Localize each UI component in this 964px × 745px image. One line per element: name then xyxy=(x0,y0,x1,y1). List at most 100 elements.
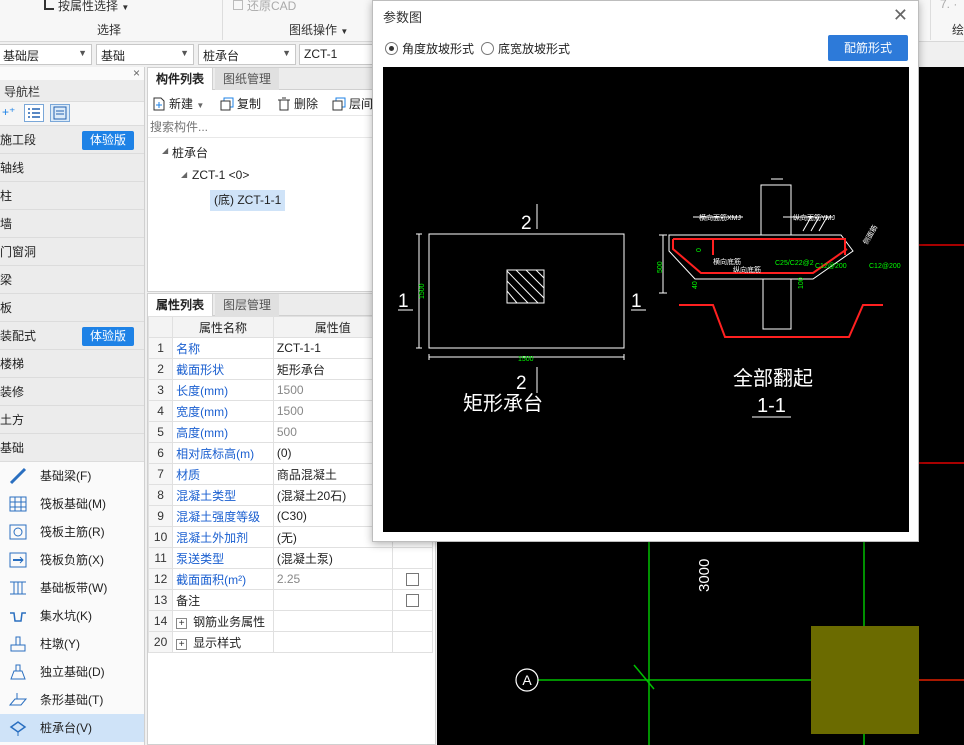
nav-category[interactable]: 装配式体验版 xyxy=(0,322,144,350)
label-concrete: C25/C22@2 xyxy=(775,260,814,267)
floor-copy-button[interactable]: 层间 xyxy=(332,95,373,112)
foundation-strip-icon xyxy=(10,581,26,595)
select-by-attr-button[interactable]: 按属性选择 ▼ xyxy=(44,0,129,14)
list-view-icon[interactable] xyxy=(24,104,44,122)
chevron-down-icon: ▼ xyxy=(196,101,205,110)
nav-category[interactable]: 门窗洞 xyxy=(0,238,144,266)
expand-plus-icon[interactable]: + xyxy=(176,638,188,650)
chevron-down-icon: ▼ xyxy=(340,27,349,36)
nav-category[interactable]: 楼梯 xyxy=(0,350,144,378)
dim-500: 500 xyxy=(657,261,664,273)
type-select[interactable]: 桩承台▼ xyxy=(198,44,296,65)
pile-cap-block[interactable] xyxy=(811,626,919,734)
nav-item-raft-main-rebar[interactable]: 筏板主筋(R) xyxy=(0,518,144,546)
chevron-down-icon: ▼ xyxy=(180,48,189,58)
axis-a-bubble xyxy=(515,668,539,692)
tree-collapse-icon[interactable]: ◢ xyxy=(162,146,169,155)
ribbon-divider xyxy=(222,0,223,40)
tree-child[interactable]: ZCT-1 <0> xyxy=(192,168,250,182)
plan-title: 矩形承台 xyxy=(463,392,543,415)
section-view xyxy=(659,178,883,338)
tab-property-list[interactable]: 属性列表 xyxy=(148,294,214,316)
nav-category[interactable]: 施工段体验版 xyxy=(0,126,144,154)
plan-view xyxy=(398,204,646,393)
tab-layer-management[interactable]: 图层管理 xyxy=(215,294,280,316)
nav-category[interactable]: 基础 xyxy=(0,434,144,462)
rebar-form-button[interactable]: 配筋形式 xyxy=(828,35,908,61)
trial-badge[interactable]: 体验版 xyxy=(81,131,134,150)
label-heng-mian: 横向面筋XMJ xyxy=(699,213,741,222)
section-title: 全部翻起 xyxy=(733,367,813,390)
expand-icon[interactable]: +⁺ xyxy=(2,105,16,119)
nav-category[interactable]: 土方 xyxy=(0,406,144,434)
nav-item-sump-pit[interactable]: 集水坑(K) xyxy=(0,602,144,630)
expand-plus-icon[interactable]: + xyxy=(176,617,188,629)
close-icon[interactable]: × xyxy=(132,67,140,80)
nav-category[interactable]: 柱 xyxy=(0,182,144,210)
new-button[interactable]: 新建 ▼ xyxy=(152,95,204,112)
nav-category[interactable]: 轴线 xyxy=(0,154,144,182)
search-input[interactable] xyxy=(150,118,370,136)
nav-category[interactable]: 板 xyxy=(0,294,144,322)
label-heng-di: 横向底筋 xyxy=(713,257,741,266)
nav-category[interactable]: 装修 xyxy=(0,378,144,406)
dim-1500-vertical: 1500 xyxy=(419,283,426,299)
nav-category[interactable]: 墙 xyxy=(0,210,144,238)
dim-0: 0 xyxy=(696,248,703,252)
floor-copy-icon xyxy=(332,97,346,111)
raft-neg-rebar-icon xyxy=(9,552,27,568)
ribbon-overflow-icon: 7. · xyxy=(940,0,958,11)
table-header-row: 属性名称 属性值 附加 xyxy=(147,316,434,338)
section-mark-bottom: 2 xyxy=(516,373,527,394)
component-select[interactable]: ZCT-1 xyxy=(299,44,373,65)
extra-checkbox[interactable] xyxy=(405,573,419,587)
nav-item-raft-neg-rebar[interactable]: 筏板负筋(X) xyxy=(0,546,144,574)
isolated-foundation-icon xyxy=(10,664,26,680)
nav-item-column-pier[interactable]: 柱墩(Y) xyxy=(0,630,144,658)
nav-item-pile-cap[interactable]: 桩承台(V) xyxy=(0,714,144,742)
nav-item-foundation-beam[interactable]: 基础梁(F) xyxy=(0,462,144,490)
tab-drawing-management[interactable]: 图纸管理 xyxy=(215,68,280,90)
parameter-dialog: 参数图 ✕ 角度放坡形式 底宽放坡形式 配筋形式 2 2 xyxy=(372,0,919,542)
dim-40: 40 xyxy=(692,281,699,289)
trial-badge[interactable]: 体验版 xyxy=(81,327,134,346)
component-toolbar: 新建 ▼ 复制 删除 层间 xyxy=(148,90,374,116)
delete-button[interactable]: 删除 xyxy=(277,95,318,112)
category-select[interactable]: 基础▼ xyxy=(96,44,194,65)
floor-select[interactable]: 基础层▼ xyxy=(0,44,92,65)
nav-item-strip-foundation[interactable]: 条形基础(T) xyxy=(0,686,144,714)
tree-root[interactable]: 桩承台 xyxy=(172,146,209,160)
tree-collapse-icon[interactable]: ◢ xyxy=(181,170,188,179)
tab-component-list[interactable]: 构件列表 xyxy=(148,68,214,90)
new-file-icon xyxy=(153,97,165,111)
restore-icon xyxy=(233,0,243,10)
copy-button[interactable]: 复制 xyxy=(220,95,261,112)
table-row[interactable]: 14+钢筋业务属性 xyxy=(147,610,434,632)
col-name-header: 属性名称 xyxy=(172,316,274,338)
nav-item-raft[interactable]: 筏板基础(M) xyxy=(0,490,144,518)
close-icon[interactable]: ✕ xyxy=(892,5,908,25)
trash-icon xyxy=(278,97,290,111)
component-tree: ◢ 桩承台 ◢ ZCT-1 <0> (底) ZCT-1-1 xyxy=(148,138,374,288)
chevron-down-icon: ▼ xyxy=(282,48,291,58)
radio-width-slope[interactable]: 底宽放坡形式 xyxy=(481,40,570,57)
nav-item-isolated-foundation[interactable]: 独立基础(D) xyxy=(0,658,144,686)
table-row[interactable]: 20+显示样式 xyxy=(147,631,434,653)
nav-category[interactable]: 梁 xyxy=(0,266,144,294)
tree-leaf-selected[interactable]: (底) ZCT-1-1 xyxy=(210,190,286,211)
dim-1500-horizontal: 1500 xyxy=(518,356,534,363)
restore-cad-button[interactable]: 还原CAD xyxy=(233,0,296,14)
nav-item-foundation-strip[interactable]: 基础板带(W) xyxy=(0,574,144,602)
column-pier-icon xyxy=(10,636,26,652)
extra-checkbox[interactable] xyxy=(405,594,419,608)
drawing-ops-menu[interactable]: 图纸操作 ▼ xyxy=(289,23,349,37)
detail-view-icon[interactable] xyxy=(50,104,70,122)
section-mark-left: 1 xyxy=(398,291,409,312)
radio-angle-slope[interactable]: 角度放坡形式 xyxy=(385,40,474,57)
